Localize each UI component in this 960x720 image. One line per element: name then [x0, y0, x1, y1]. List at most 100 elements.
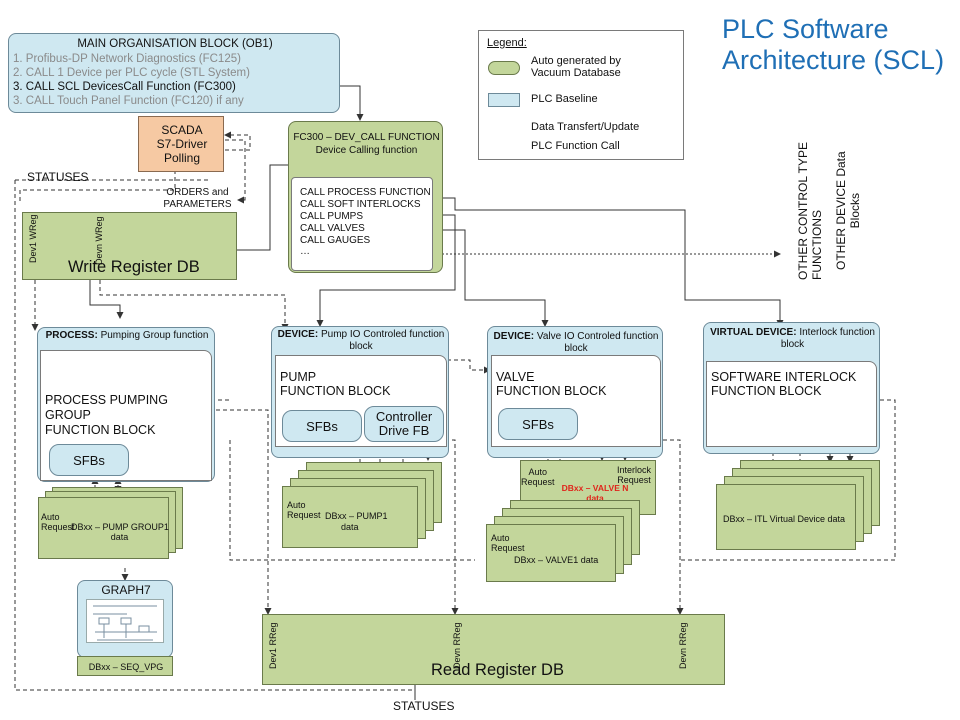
- fc300-call-item: CALL VALVES: [300, 223, 365, 234]
- graph7-title: GRAPH7: [101, 583, 151, 597]
- fc300-title: FC300 – DEV_CALL FUNCTION: [293, 132, 440, 143]
- other-data-label: OTHER DEVICE Data Blocks: [834, 151, 862, 270]
- other-functions-line: FUNCTIONS: [810, 210, 824, 280]
- ob1-title: MAIN ORGANISATION BLOCK (OB1): [77, 38, 273, 50]
- graph7-sequence-thumbnail: [86, 599, 164, 643]
- orders-line: ORDERS and: [166, 187, 229, 198]
- valve-header-rest: Valve IO Controled function: [534, 331, 659, 342]
- ob1-item: 2. CALL 1 Device per PLC cycle (STL Syst…: [13, 67, 250, 79]
- dev1-rreg-label: Dev1 RReg: [268, 622, 278, 669]
- virtual-db-name: DBxx – ITL Virtual Device data: [723, 514, 846, 524]
- valve-n-interlock-line: Interlock: [617, 465, 652, 475]
- legend-baseline-swatch: [488, 93, 520, 107]
- scada-label: SCADA S7-Driver Polling: [139, 123, 225, 165]
- fc300-call-item: CALL SOFT INTERLOCKS: [300, 199, 421, 210]
- pump-body-line: PUMP: [280, 370, 317, 384]
- valve-n-request-line: Request: [521, 477, 555, 487]
- legend-auto-line: Auto generated by: [531, 55, 621, 67]
- process-body-line: PROCESS PUMPING: [45, 393, 168, 407]
- pump-header-bold: DEVICE:: [277, 329, 319, 340]
- process-db-name: DBxx – PUMP GROUP1 data: [71, 522, 169, 542]
- fc300-call-item: CALL PUMPS: [300, 211, 363, 222]
- legend-auto-label: Auto generated by Vacuum Database: [531, 55, 621, 79]
- graph7-db-name: DBxx – SEQ_VPG: [88, 662, 164, 672]
- pump-block: DEVICE: Pump IO Controled function block…: [271, 326, 449, 458]
- process-body-line: GROUP: [45, 408, 91, 422]
- process-body: PROCESS PUMPING GROUP FUNCTION BLOCK: [45, 393, 168, 438]
- valve-sfbs: SFBs: [498, 408, 578, 440]
- scada-line: SCADA: [161, 123, 203, 137]
- graph7-block: GRAPH7: [77, 580, 173, 658]
- other-functions-label: OTHER CONTROL TYPE FUNCTIONS: [796, 142, 824, 280]
- valve-db-request: Auto Request: [491, 533, 525, 553]
- pump-body: PUMP FUNCTION BLOCK: [280, 370, 390, 398]
- virtual-body-line: FUNCTION BLOCK: [711, 384, 822, 398]
- valve-db-name: DBxx – VALVE1 data: [514, 555, 599, 565]
- virtual-function-block: SOFTWARE INTERLOCK FUNCTION BLOCK: [706, 361, 877, 447]
- process-header-bold: PROCESS:: [45, 330, 98, 341]
- virtual-header-bold: VIRTUAL DEVICE:: [710, 327, 797, 338]
- orders-line: PARAMETERS: [163, 199, 232, 210]
- legend-auto-swatch: [488, 61, 520, 75]
- pump-db-data: data: [341, 522, 359, 532]
- legend-transfer-label: Data Transfert/Update: [531, 121, 640, 133]
- pump-db: Auto Request DBxx – PUMP1 data: [282, 486, 418, 548]
- virtual-header: VIRTUAL DEVICE: Interlock function block: [704, 327, 881, 351]
- legend-baseline-label: PLC Baseline: [531, 93, 598, 105]
- pump-function-block: PUMP FUNCTION BLOCK SFBs Controller Driv…: [275, 355, 447, 447]
- pump-db-request-line: Request: [287, 510, 321, 520]
- ob1-item: 3. CALL Touch Panel Function (FC120) if …: [13, 95, 244, 107]
- valve-header-bold: DEVICE:: [493, 331, 535, 342]
- fc300-subtitle: Device Calling function: [315, 145, 418, 156]
- scada-line: Polling: [163, 151, 201, 165]
- valve-body: VALVE FUNCTION BLOCK: [496, 370, 606, 398]
- pump-controller-line: Controller: [375, 409, 433, 424]
- legend-call-label: PLC Function Call: [531, 140, 620, 152]
- valve-n-request-line: Auto: [528, 467, 548, 477]
- legend-heading: Legend:: [487, 37, 527, 49]
- valve-block: DEVICE: Valve IO Controled function bloc…: [487, 326, 663, 458]
- write-db-title: Write Register DB: [68, 258, 200, 276]
- valve-n-request: Auto Request: [521, 467, 555, 487]
- virtual-block: VIRTUAL DEVICE: Interlock function block…: [703, 322, 880, 454]
- valve-header: DEVICE: Valve IO Controled function bloc…: [488, 331, 664, 355]
- pump-header: DEVICE: Pump IO Controled function block: [272, 329, 450, 353]
- valve-body-line: FUNCTION BLOCK: [496, 384, 607, 398]
- valve-n-db-name-line: DBxx – VALVE N: [561, 483, 629, 493]
- read-register-db: Dev1 RReg Devn RReg Devn RReg Read Regis…: [262, 614, 725, 685]
- ob1-block: MAIN ORGANISATION BLOCK (OB1) 1. Profibu…: [8, 33, 340, 113]
- valve-n-db-name-line: data: [586, 493, 604, 503]
- pump-db-request: Auto Request: [287, 500, 321, 520]
- other-data-line: Blocks: [848, 192, 862, 229]
- dev1-wreg-label: Dev1 WReg: [28, 214, 38, 263]
- statuses-top-label: STATUSES: [27, 170, 89, 184]
- process-db-request-line: Auto: [41, 512, 60, 522]
- pump-header-line2: block: [349, 341, 373, 352]
- fc300-call-item: CALL GAUGES: [300, 235, 371, 246]
- pump-sfbs: SFBs: [282, 410, 362, 442]
- graph7-db: DBxx – SEQ_VPG: [77, 656, 173, 676]
- valve-db-request-line: Auto: [491, 533, 510, 543]
- devn-rreg-label: Devn RReg: [678, 622, 688, 669]
- valve-n-interlock: Interlock Request: [617, 465, 651, 485]
- orders-label: ORDERS and PARAMETERS: [160, 187, 235, 211]
- process-function-block: PROCESS PUMPING GROUP FUNCTION BLOCK SFB…: [40, 350, 212, 481]
- process-block: PROCESS: Pumping Group function PROCESS …: [37, 327, 215, 482]
- scada-line: S7-Driver: [156, 137, 208, 151]
- virtual-body-line: SOFTWARE INTERLOCK: [711, 370, 857, 384]
- virtual-db: DBxx – ITL Virtual Device data: [716, 484, 856, 550]
- process-db-name-line: DBxx – PUMP GROUP1: [71, 522, 169, 532]
- graph7-sequence-icon: [93, 605, 157, 641]
- other-data-line: OTHER DEVICE Data: [834, 151, 848, 270]
- pump-controller-drive: Controller Drive FB: [364, 406, 444, 442]
- ob1-item: 1. Profibus-DP Network Diagnostics (FC12…: [13, 53, 241, 65]
- pump-body-line: FUNCTION BLOCK: [280, 384, 391, 398]
- process-db-request: Auto Request: [41, 512, 75, 532]
- valve-function-block: VALVE FUNCTION BLOCK SFBs: [491, 355, 661, 447]
- legend-auto-line: Vacuum Database: [531, 67, 621, 79]
- valve-n-db-name: DBxx – VALVE N data: [555, 483, 635, 503]
- valve-body-line: VALVE: [496, 370, 535, 384]
- fc300-block: FC300 – DEV_CALL FUNCTION Device Calling…: [288, 121, 443, 273]
- page-title: PLC Software Architecture (SCL): [722, 14, 944, 76]
